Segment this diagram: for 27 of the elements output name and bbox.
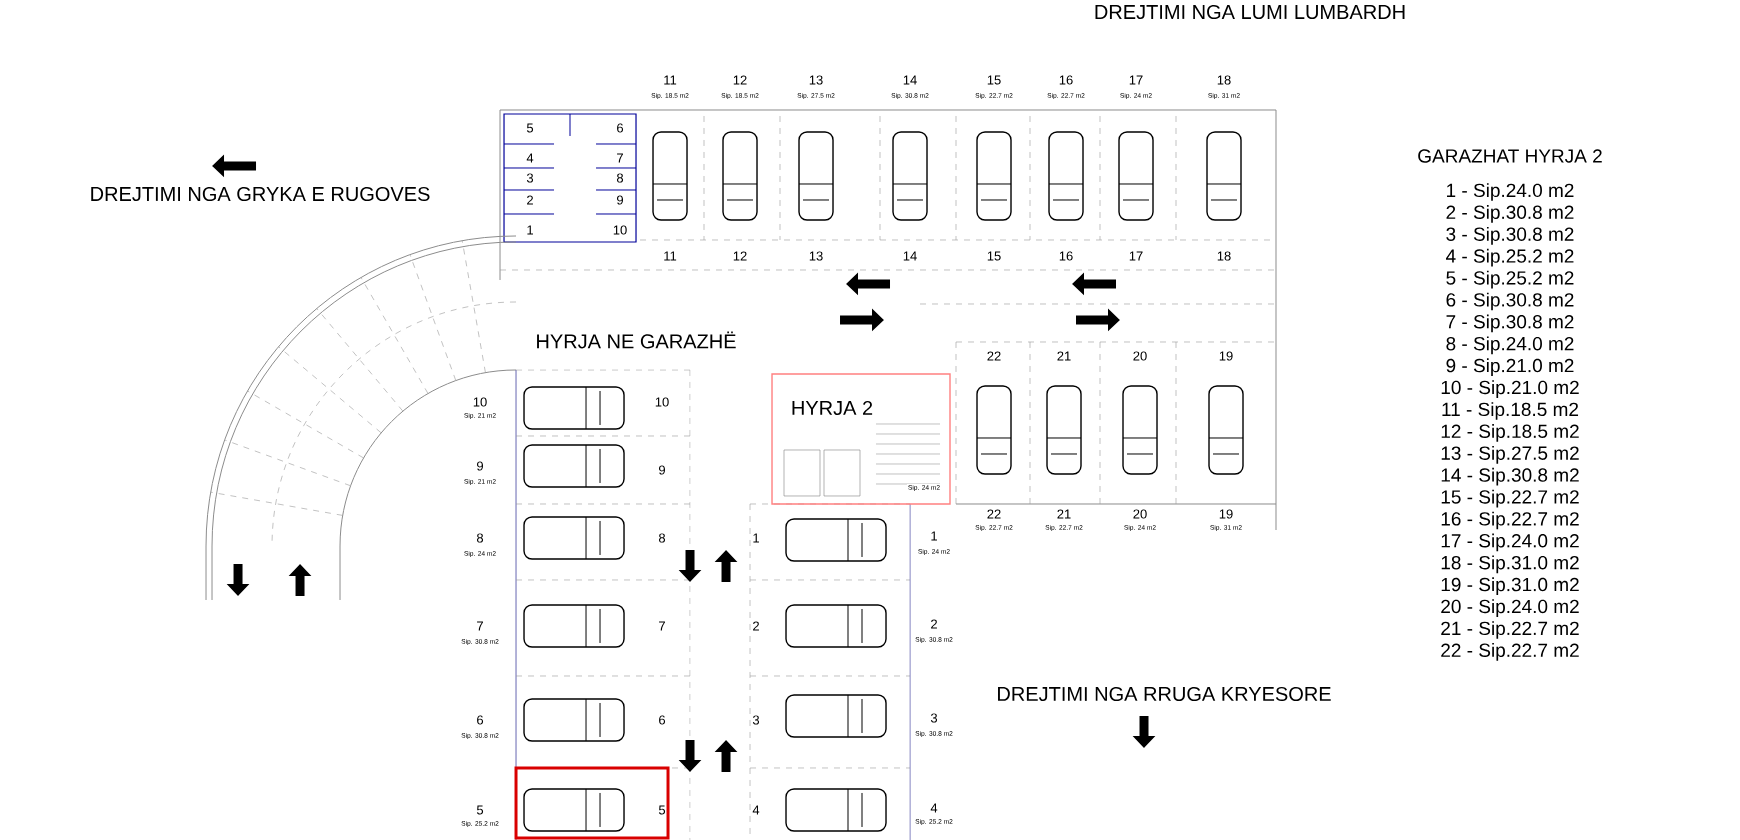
area-list-line: 6 - Sip.30.8 m2: [1446, 292, 1574, 311]
area-list-line: 3 - Sip.30.8 m2: [1446, 226, 1574, 245]
area-list-line: 8 - Sip.24.0 m2: [1446, 336, 1574, 355]
list-heading: GARAZHAT HYRJA 2: [1418, 149, 1602, 163]
area-list-line: 4 - Sip.25.2 m2: [1446, 248, 1574, 267]
area-list-line: 10 - Sip.21.0 m2: [1441, 380, 1579, 398]
area-list-line: 22 - Sip.22.7 m2: [1441, 643, 1579, 661]
area-list-line: 11 - Sip.18.5 m2: [1442, 402, 1579, 420]
area-list-line: 17 - Sip.24.0 m2: [1441, 533, 1579, 552]
area-list-line: 1 - Sip.24.0 m2: [1447, 183, 1574, 201]
area-list-line: 9 - Sip.21.0 m2: [1446, 358, 1574, 377]
area-list-line: 5 - Sip.25.2 m2: [1446, 270, 1574, 289]
area-list-line: 19 - Sip.31.0 m2: [1441, 577, 1579, 596]
area-list-line: 14 - Sip.30.8 m2: [1441, 467, 1579, 486]
direction-text: DREJTIMI NGA LUMI LUMBARDH: [1095, 4, 1405, 20]
direction-text: HYRJA NE GARAZHË: [537, 331, 736, 349]
direction-text: DREJTIMI NGA GRYKA E RUGOVES: [91, 186, 430, 202]
area-list-line: 15 - Sip.22.7 m2: [1441, 489, 1579, 508]
area-list-line: 18 - Sip.31.0 m2: [1441, 555, 1579, 574]
area-list-line: 16 - Sip.22.7 m2: [1441, 511, 1579, 530]
area-list-line: 12 - Sip.18.5 m2: [1441, 424, 1579, 442]
area-list-line: 20 - Sip.24.0 m2: [1441, 599, 1579, 617]
area-list-line: 13 - Sip.27.5 m2: [1441, 445, 1579, 464]
direction-text: DREJTIMI NGA RRUGA KRYESORE: [998, 686, 1331, 702]
area-list-line: 7 - Sip.30.8 m2: [1446, 314, 1574, 333]
area-list-line: 2 - Sip.30.8 m2: [1446, 205, 1574, 223]
area-list-line: 21 - Sip.22.7 m2: [1441, 621, 1579, 639]
